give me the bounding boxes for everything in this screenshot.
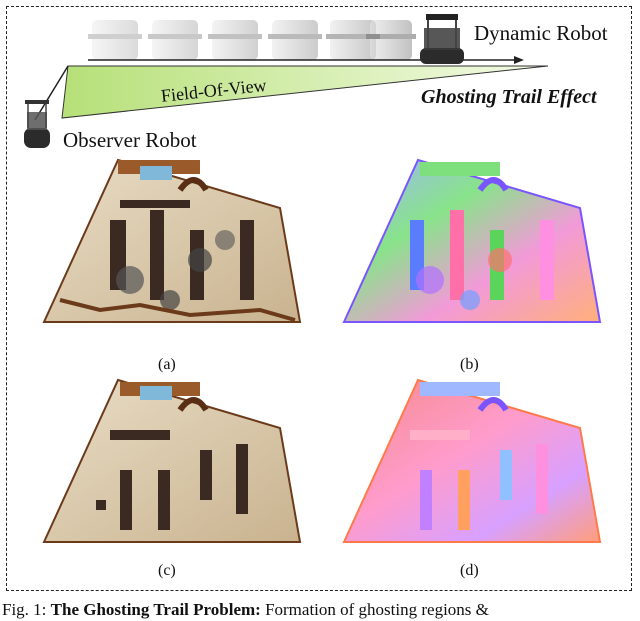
ghost-robot: [366, 20, 416, 60]
map-panels: [0, 150, 640, 590]
subfigure-b-label: (b): [460, 356, 479, 374]
map-b: [344, 160, 600, 322]
ghosting-trail-effect-label: Ghosting Trail Effect: [421, 86, 597, 109]
ghost-robot-trail: [88, 20, 416, 60]
caption-rest: Formation of ghosting regions &: [261, 600, 489, 619]
ghost-robot: [268, 20, 322, 60]
ghost-robot: [148, 20, 202, 60]
map-c: [44, 380, 300, 542]
caption-bold: The Ghosting Trail Problem:: [51, 600, 261, 619]
map-a: [44, 160, 300, 322]
subfigure-a-label: (a): [158, 356, 176, 374]
caption-prefix: Fig. 1:: [2, 600, 51, 619]
subfigure-c-label: (c): [158, 562, 176, 580]
figure-caption: Fig. 1: The Ghosting Trail Problem: Form…: [2, 600, 640, 620]
map-d: [344, 380, 600, 542]
trail-arrowhead: [514, 56, 524, 64]
ghost-robot: [88, 20, 142, 60]
dynamic-robot-label: Dynamic Robot: [474, 21, 608, 46]
subfigure-d-label: (d): [460, 562, 479, 580]
ghost-robot: [208, 20, 262, 60]
dynamic-robot: [420, 14, 464, 64]
observer-robot: [24, 100, 50, 148]
